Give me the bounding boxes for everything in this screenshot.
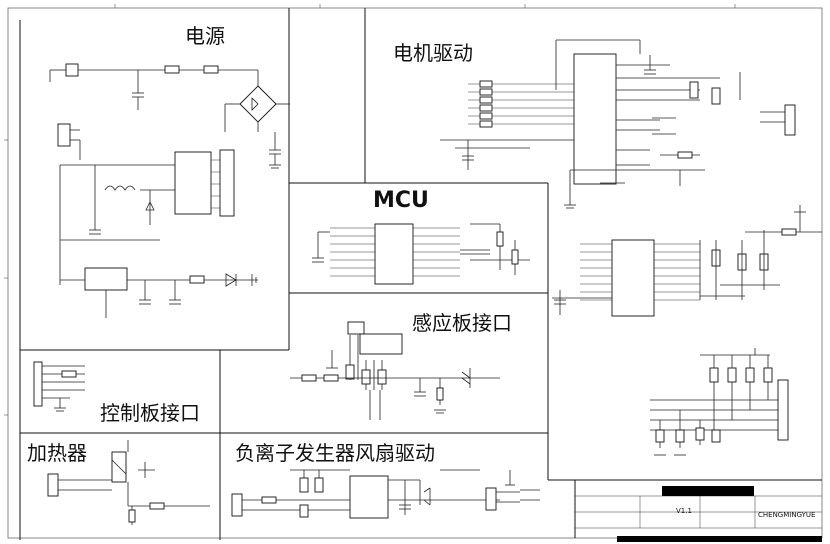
motor-driver-circuit xyxy=(440,39,796,209)
section-title-sensor: 感应板接口 xyxy=(412,311,512,335)
section-title-motor: 电机驱动 xyxy=(393,41,473,65)
control-interface-circuit xyxy=(33,361,85,412)
power-circuit xyxy=(49,63,290,318)
display-driver-circuit xyxy=(552,205,822,317)
key-matrix-circuit xyxy=(650,348,789,456)
sensor-interface-circuit xyxy=(290,321,500,420)
redaction-bar xyxy=(662,486,754,496)
mcu-circuit xyxy=(312,223,530,285)
section-borders xyxy=(19,8,822,540)
title-block-version: V1.1 xyxy=(676,507,692,515)
frame-ruler-top xyxy=(4,4,736,416)
section-title-heater: 加热器 xyxy=(27,441,87,465)
title-block xyxy=(575,495,822,529)
section-title-mcu: MCU xyxy=(373,188,429,213)
title-block-company: CHENGMINGYUE xyxy=(758,511,816,519)
section-title-ion-fan: 负离子发生器风扇驱动 xyxy=(235,441,435,465)
heater-circuit xyxy=(47,440,210,525)
section-title-control: 控制板接口 xyxy=(100,401,200,425)
section-title-power: 电源 xyxy=(185,24,225,48)
redaction-bar xyxy=(617,536,822,542)
ion-fan-driver-circuit xyxy=(231,469,540,519)
